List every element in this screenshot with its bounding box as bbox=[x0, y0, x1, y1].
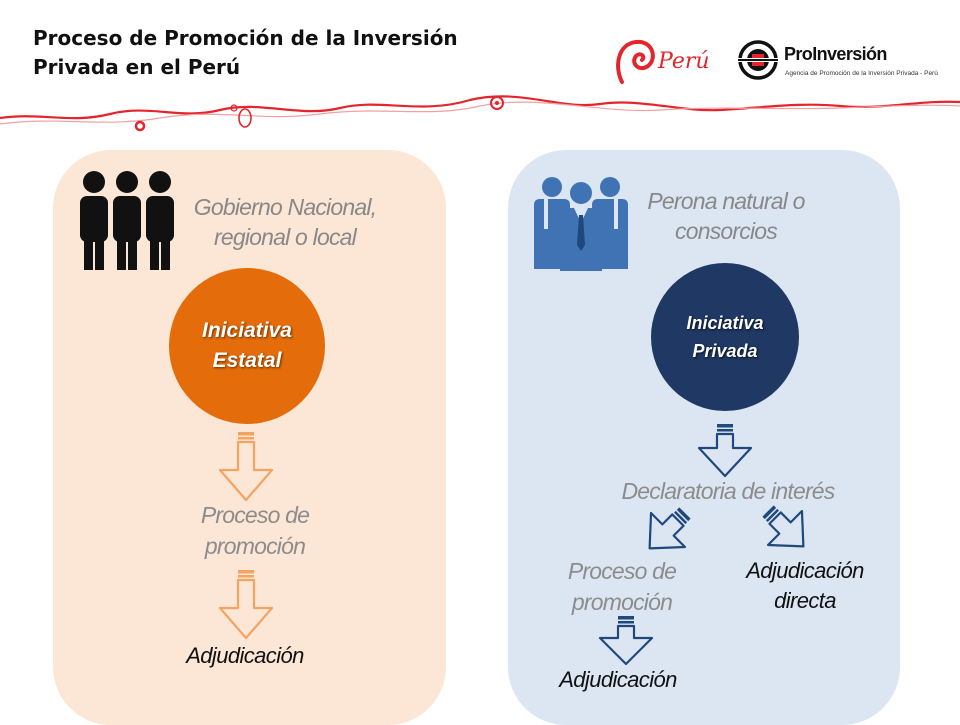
adjudicacion-directa-line-1: Adjudicación bbox=[746, 558, 864, 583]
proinversion-logo: ProInversión Agencia de Promoción de la … bbox=[738, 40, 938, 84]
proceso-promocion-privada: Proceso de promoción bbox=[537, 556, 707, 618]
adjudicacion-privada: Adjudicación bbox=[559, 667, 677, 692]
proinversion-tagline: Agencia de Promoción de la Inversión Pri… bbox=[785, 70, 938, 77]
blue-arrow-down-icon bbox=[697, 424, 753, 478]
gobierno-label-line-1: Gobierno Nacional, bbox=[193, 194, 377, 220]
adjudicacion-estatal: Adjudicación bbox=[186, 643, 304, 668]
title-line-2: Privada en el Perú bbox=[33, 55, 241, 79]
gobierno-label: Gobierno Nacional, regional o local bbox=[172, 192, 398, 252]
declaratoria-interes: Declaratoria de interés bbox=[621, 478, 836, 504]
red-dot-decoration bbox=[495, 101, 499, 105]
gobierno-label-line-2: regional o local bbox=[214, 224, 357, 250]
persona-label-line-2: consorcios bbox=[675, 218, 778, 244]
red-ring-decoration bbox=[230, 104, 238, 112]
red-wave-decoration bbox=[0, 95, 960, 132]
blue-arrow-diagonal-left-icon bbox=[648, 507, 691, 550]
orange-arrow-down-icon bbox=[218, 570, 274, 640]
red-ring-decoration bbox=[134, 120, 146, 132]
proinversion-emblem bbox=[738, 40, 778, 80]
estatal-line-1: Iniciativa bbox=[202, 319, 292, 342]
proceso-privada-line-1: Proceso de bbox=[567, 558, 677, 584]
blue-arrow-diagonal-right-icon bbox=[762, 505, 805, 548]
estatal-line-2: Estatal bbox=[212, 349, 282, 372]
orange-arrow-down-icon bbox=[218, 432, 274, 502]
privada-line-1: Iniciativa bbox=[686, 313, 764, 333]
blue-arrow-down-icon bbox=[598, 616, 654, 666]
proceso-estatal-line-2: promoción bbox=[204, 533, 306, 559]
red-ring-decoration bbox=[238, 108, 252, 128]
persona-label: Perona natural o consorcios bbox=[620, 186, 832, 246]
proinversion-name: ProInversión bbox=[784, 44, 887, 64]
iniciativa-estatal-node: Iniciativa Estatal bbox=[169, 268, 325, 424]
privada-line-2: Privada bbox=[692, 341, 758, 361]
business-people-icon bbox=[534, 177, 628, 271]
page-title: Proceso de Promoción de la Inversión Pri… bbox=[33, 24, 553, 82]
title-line-1: Proceso de Promoción de la Inversión bbox=[33, 26, 458, 50]
proceso-estatal-line-1: Proceso de bbox=[200, 502, 310, 528]
red-ring-decoration bbox=[490, 96, 504, 110]
persona-label-line-1: Perona natural o bbox=[647, 188, 805, 214]
iniciativa-privada-node: Iniciativa Privada bbox=[651, 263, 799, 411]
proceso-privada-line-2: promoción bbox=[571, 589, 673, 615]
peru-spiral-logo: Perú bbox=[616, 39, 710, 84]
peru-wordmark: Perú bbox=[657, 49, 710, 74]
people-group-icon bbox=[80, 171, 174, 270]
adjudicacion-directa: Adjudicación directa bbox=[725, 556, 885, 616]
peru-logo: Perú bbox=[612, 36, 722, 86]
adjudicacion-directa-line-2: directa bbox=[774, 588, 836, 613]
proceso-promocion-estatal: Proceso de promoción bbox=[170, 500, 340, 562]
